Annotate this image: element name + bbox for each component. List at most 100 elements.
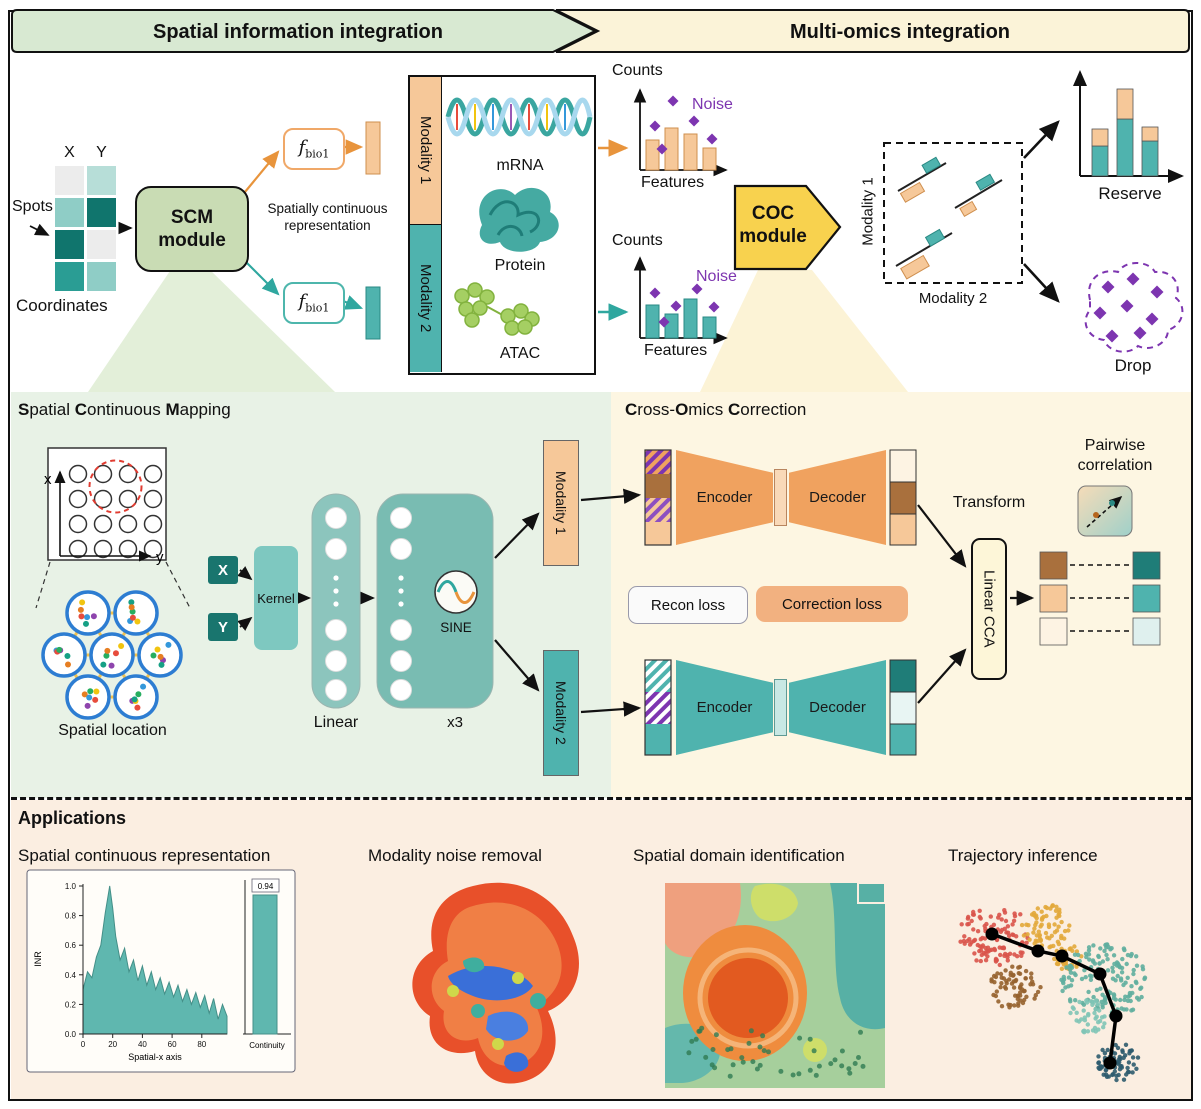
ae2-output-bar: [889, 659, 917, 756]
modality2-embed-label: Modality 2: [553, 681, 569, 745]
title-seg: mics: [688, 400, 728, 419]
fbio1-base: f: [298, 137, 306, 159]
title-seg: patial: [29, 400, 75, 419]
spot-grid-box: x y: [44, 447, 167, 566]
modality1-embed-box: Modality 1: [543, 440, 579, 566]
continuity-bar: [252, 894, 278, 1035]
scatter-xlabel: Modality 2: [918, 290, 988, 307]
encoder1-trapezoid: Encoder: [676, 450, 773, 545]
latent-bar-1: [774, 469, 787, 526]
grid-axis-y-label: y: [156, 549, 164, 566]
trajectory-nodes: [985, 927, 1123, 1070]
inr-area-series: [82, 885, 228, 1035]
sine-icon: [434, 570, 478, 614]
counts-label-1: Counts: [612, 62, 663, 79]
noise-label-1: Noise: [692, 96, 733, 113]
title-seg: apping: [179, 400, 231, 419]
inr-ylabel: INR: [33, 951, 43, 967]
counts-chart-1: [633, 88, 728, 177]
scm-beam: [88, 268, 335, 392]
y-to-kernel-arrow: [237, 616, 253, 631]
modality1-embed-label: Modality 1: [553, 471, 569, 535]
xtick: 0: [81, 1040, 86, 1049]
scm-module-line2: module: [158, 230, 226, 251]
ae1-to-cca-arrow: [917, 504, 967, 568]
linear-layer-block: [311, 493, 361, 709]
title-seg: ontinuous: [87, 400, 166, 419]
modality1-strip-label: Modality 1: [417, 116, 434, 185]
fbio1-sub: bio1: [305, 301, 330, 315]
pairwise-correlation-label: Pairwise correlation: [1052, 436, 1178, 476]
protein-label: Protein: [494, 257, 546, 274]
title-seg: C: [727, 400, 741, 419]
kernel-box: Kernel: [254, 546, 298, 650]
coc-beam: [700, 270, 908, 392]
title-seg: C: [74, 400, 87, 419]
drop-label: Drop: [1114, 356, 1152, 375]
spatial-location-cluster: [41, 590, 183, 720]
scm-module-line1: SCM: [170, 207, 214, 228]
paired-feature-columns: [1039, 551, 1161, 646]
header-right-title: Multi-omics integration: [790, 21, 1010, 43]
grid-axis-x-label: x: [44, 471, 52, 488]
sine-layer-block: SINE: [325, 493, 494, 709]
fbio1-top-box: fbio1: [283, 128, 345, 170]
counts-label-2: Counts: [612, 232, 663, 249]
ae1-output-bar: [889, 449, 917, 546]
modality2-strip-label: Modality 2: [417, 264, 434, 333]
x-to-kernel-arrow: [237, 566, 253, 581]
matrix-cell: [55, 198, 84, 227]
title-seg: orrection: [740, 400, 807, 419]
ae1-input-bar: [644, 449, 672, 546]
reserve-chart: [1073, 70, 1184, 183]
header-left-title: Spatial information integration: [152, 21, 443, 43]
app4-title: Trajectory inference: [948, 846, 1098, 865]
app3-title: Spatial domain identification: [633, 846, 845, 865]
matrix-cell: [55, 166, 84, 195]
to-drop-arrow: [1023, 263, 1060, 303]
counts-chart-2: [633, 256, 728, 345]
fbio1-bottom-out-arrow: [342, 295, 364, 310]
continuity-label: Continuity: [249, 1041, 285, 1050]
pairwise-correlation-icon: [1077, 485, 1133, 537]
applications-title: Applications: [18, 808, 127, 828]
xtick: 40: [138, 1040, 147, 1049]
scm-to-fbio1-top-arrow: [239, 150, 280, 199]
matrix-col-y-label: Y: [96, 144, 107, 161]
sine-label: SINE: [440, 620, 472, 635]
ae2-input-bar: [644, 659, 672, 756]
app2-title: Modality noise removal: [368, 846, 542, 865]
features-label-1: Features: [641, 174, 705, 191]
reserve-label: Reserve: [1098, 184, 1162, 203]
recon-loss-box: Recon loss: [628, 586, 748, 624]
ytick: 0.4: [65, 971, 77, 980]
modality-box: Modality 1 Modality 2 mRNA Protein ATAC: [408, 75, 596, 375]
pair-links: [1070, 564, 1130, 632]
heatmap-illustration: [412, 882, 579, 1084]
xtick: 60: [168, 1040, 177, 1049]
modality1-strip: Modality 1: [410, 77, 442, 225]
trajectory-illustration: [958, 903, 1148, 1083]
inr-xlabel: Spatial-x axis: [128, 1052, 182, 1062]
projection-line-left: [35, 561, 51, 609]
transform-label: Transform: [952, 494, 1026, 511]
continuity-value: 0.94: [258, 882, 274, 891]
matrix-cell: [87, 166, 116, 195]
embedding-bar-orange: [365, 121, 381, 175]
matrix-cell: [87, 262, 116, 291]
fbio1-base: f: [298, 291, 306, 313]
pairwise-line2: correlation: [1077, 457, 1153, 474]
title-seg: ross-: [637, 400, 676, 419]
title-seg: M: [165, 400, 180, 419]
fbio1-sub: bio1: [305, 147, 330, 161]
sine-to-modality2-arrow: [494, 639, 540, 692]
coordinates-matrix: [55, 166, 116, 291]
modality2-embed-box: Modality 2: [543, 650, 579, 776]
scatter-ylabel: Modality 1: [859, 177, 877, 246]
y-input-box: Y: [208, 613, 238, 641]
xtick: 80: [197, 1040, 206, 1049]
protein-icon: [479, 187, 559, 252]
correction-scatter-box: [883, 142, 1023, 284]
